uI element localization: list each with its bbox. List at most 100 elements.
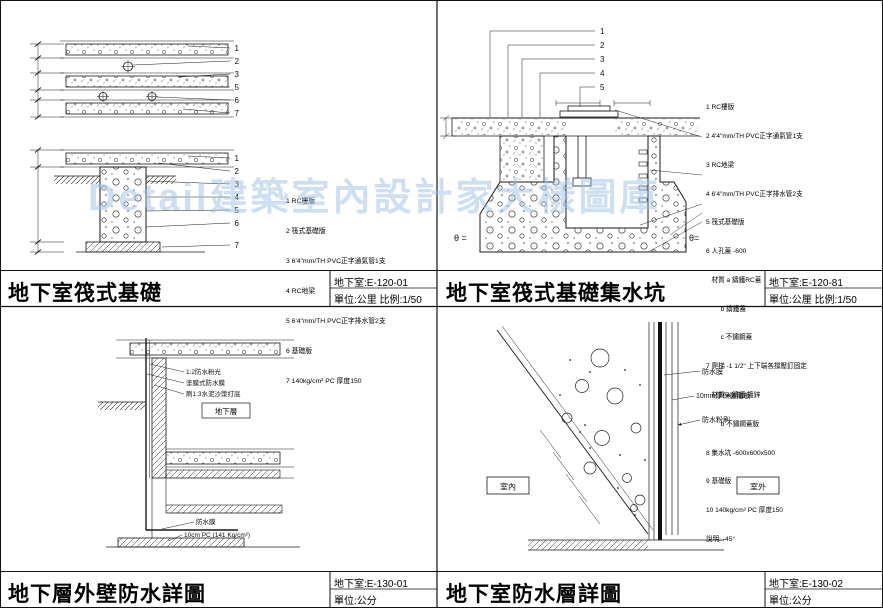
room-label-box <box>736 476 780 495</box>
aggregate-dots <box>559 359 646 516</box>
legend-line: 2 4'4"mm/TH PVC正字通氣管1支 <box>706 132 803 140</box>
callout-number: 5 <box>600 83 605 92</box>
callout-number: 3 <box>600 55 605 64</box>
pc-layer <box>85 241 161 253</box>
tr-units-scale: 單位:公厘 比例:1/50 <box>769 295 857 306</box>
br-units-scale: 單位:公分 <box>769 596 812 607</box>
callout-number: 4 <box>600 69 605 78</box>
legend-line: 1 RC樓版 <box>706 104 735 112</box>
legend-line: c 不鏽鋼蓋 <box>706 334 753 342</box>
callout-number: 1 <box>600 27 605 36</box>
bl-drawing-number: 地下室:E-130-01 <box>334 579 408 590</box>
exterior-wall <box>151 357 167 479</box>
callout-number: 2 <box>600 41 605 50</box>
callout-number: 1 <box>235 154 240 163</box>
legend-line: 3 6'4"mm/TH PVC正字通氣管1支 <box>286 258 386 265</box>
br-title: 地下室防水層詳圖 <box>446 583 622 606</box>
callout-number: 7 <box>235 241 240 250</box>
earth-hatch <box>54 176 100 184</box>
tl-lower-section: 1 2 3 4 5 6 7 <box>30 147 240 255</box>
floor-label: 地下層 <box>215 406 238 416</box>
legend-line: 4 RC地梁 <box>286 288 316 295</box>
legend-line: 10 140kg/cm² PC 厚度150 <box>706 507 783 515</box>
membrane-label: 防水膜 <box>196 517 216 526</box>
legend-line: 9 基礎版 <box>706 478 732 486</box>
manhole-cover <box>559 105 619 118</box>
tl-upper-section: 1 2 3 5 6 7 <box>30 40 240 120</box>
legend-line: 3 RC地梁 <box>706 161 735 169</box>
material-label: 塗膜式防水膜 <box>186 378 226 387</box>
material-label: 1:2防水粉光 <box>186 367 222 376</box>
legend-line: 材質 a 鑄鐵 鍍鋅 <box>706 392 761 399</box>
legend-line: 7 140kg/cm² PC 厚度150 <box>286 378 362 385</box>
legend-line: 5 6'4"mm/TH PVC正字排水管2支 <box>286 318 386 325</box>
theta-label: θ = <box>454 233 467 243</box>
foundation-column <box>99 166 147 243</box>
tl-units-scale: 單位:公里 比例:1/50 <box>334 295 422 306</box>
callout-number: 1 <box>235 44 240 53</box>
legend-line: 說明: -45° <box>706 535 736 543</box>
legend-line: 材質 a 鑄鐵RC蓋 <box>706 276 762 284</box>
tl-legend: 1 RC樓版 2 筏式基礎版 3 6'4"mm/TH PVC正字通氣管1支 4 … <box>286 177 386 407</box>
pc-label: 10cm PC (141 Kg/cm²) <box>184 532 250 539</box>
legend-line: 5 筏式基礎版 <box>706 219 745 227</box>
material-label: 10mm厚保麗龍板 <box>696 391 750 400</box>
tr-title: 地下室筏式基礎集水坑 <box>446 282 666 305</box>
legend-line: 6 人孔蓋 -600 <box>706 248 747 256</box>
room-label-box <box>486 476 530 495</box>
callout-number: 6 <box>235 96 240 105</box>
pipe-symbol-icon <box>97 91 158 102</box>
legend-line: 2 筏式基礎版 <box>286 228 326 235</box>
pc-layer <box>117 537 245 548</box>
callout-number: 5 <box>235 206 240 215</box>
lower-slab <box>165 451 281 465</box>
callout-number: 7 <box>235 109 240 118</box>
tl-drawing-number: 地下室:E-120-01 <box>334 278 408 289</box>
interior-floor <box>165 504 283 514</box>
legend-line: b 鑄鐵蓋 <box>706 305 746 313</box>
callout-number: 5 <box>235 83 240 92</box>
earth-hatch <box>98 402 146 410</box>
callout-number: 4 <box>235 193 240 202</box>
legend-line: 6 基礎版 <box>286 348 313 355</box>
legend-line: 1 RC樓版 <box>286 198 316 205</box>
legend-line: b 不鏽鋼蓋版 <box>706 420 760 428</box>
material-label: 防水膜 <box>702 367 723 376</box>
tr-legend: 1 RC樓版 2 4'4"mm/TH PVC正字通氣管1支 3 RC地梁 4 6… <box>706 84 807 564</box>
tr-section: 1 2 3 4 5 <box>440 27 703 253</box>
tr-drawing-number: 地下室:E-120-81 <box>769 278 843 289</box>
legend-line: 7 爬梯 -1 1/2" 上下端各撐壓釘固定 <box>706 363 807 371</box>
bl-units-scale: 單位:公分 <box>334 596 377 607</box>
earth-hatch <box>146 176 176 184</box>
floor-label-box <box>201 402 251 419</box>
top-slab <box>129 342 281 356</box>
material-label: 刷1:3水泥沙漿打底 <box>186 389 241 398</box>
callout-number: 6 <box>235 219 240 228</box>
dimension-line <box>440 115 456 139</box>
room-label-exterior: 室外 <box>750 482 766 492</box>
callout-number: 3 <box>235 70 240 79</box>
theta-label: θ= <box>689 233 699 243</box>
excavation-line <box>496 329 649 535</box>
legend-line: 8 集水坑 -600x600x500 <box>706 449 775 457</box>
rc-ground-beam <box>499 135 545 183</box>
ladder <box>638 149 648 203</box>
br-drawing-number: 地下室:E-130-02 <box>769 579 843 590</box>
callout-number: 2 <box>235 167 240 176</box>
bl-title: 地下層外壁防水詳圖 <box>8 583 206 606</box>
drain-pipe <box>572 136 592 187</box>
callout-number: 3 <box>235 180 240 189</box>
room-label-interior: 室內 <box>500 482 516 492</box>
membrane-layer <box>658 322 662 540</box>
bl-section: 1:2防水粉光 塗膜式防水膜 刷1:3水泥沙漿打底 地下層 防水膜 10 <box>98 338 300 548</box>
callout-number: 2 <box>235 57 240 66</box>
sump-pit-mass <box>479 135 687 253</box>
br-section: 防水膜 10mm厚保麗龍板 防水粉刷 室內 室外 <box>486 322 780 551</box>
tl-title: 地下室筏式基礎 <box>8 282 162 305</box>
material-label: 防水粉刷 <box>702 415 730 424</box>
dimension-line <box>555 100 651 106</box>
legend-line: 4 6'4"mm/TH PVC正字排水管2支 <box>706 190 803 198</box>
aggregate-circles <box>561 348 646 512</box>
